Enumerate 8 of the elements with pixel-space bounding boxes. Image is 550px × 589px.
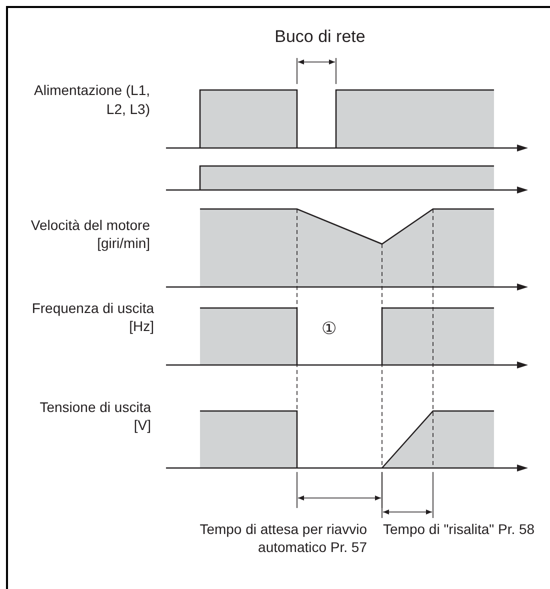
dimension-label: Buco di rete [274,26,366,48]
signal-label: Velocità del motore [giri/min] [30,216,150,252]
signal-label: Tensione di uscita [V] [38,398,151,434]
signal-label: Alimentazione (L1, L2, L3) [33,81,150,119]
callout-number: ① [320,318,338,340]
time-label: Tempo di attesa per riavvio automatico Pr. 57 [198,520,367,556]
time-label: Tempo di "risalita" Pr. 58 [383,520,536,538]
signal-label: Frequenza di uscita [Hz] [30,299,154,335]
